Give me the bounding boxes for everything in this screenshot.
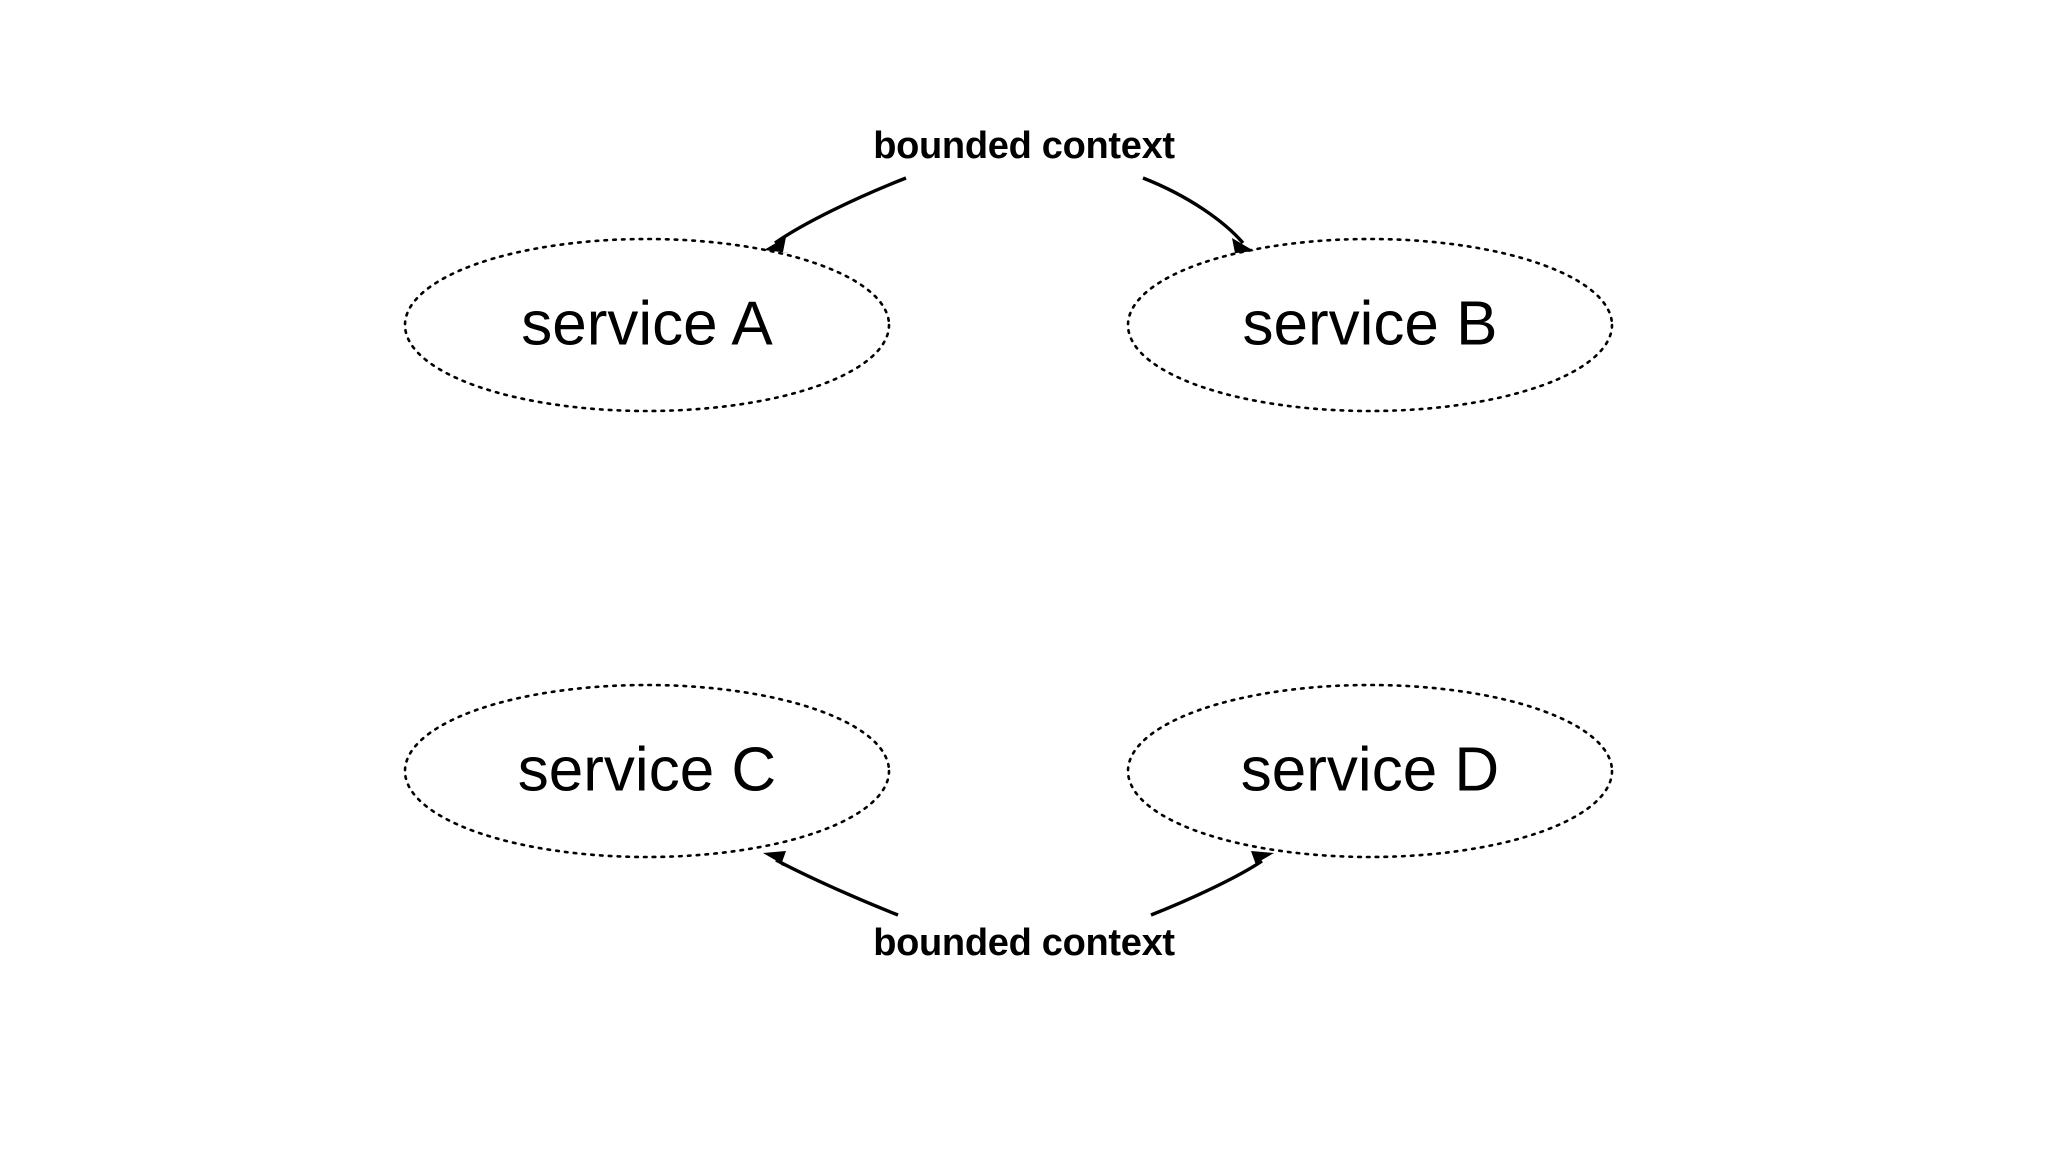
connector-bottom-to-service-d-arrowhead (1248, 851, 1274, 868)
connector-top-to-service-b (1142, 176, 1254, 254)
service-a-label: service A (521, 289, 773, 358)
connector-bottom-to-service-d-line (1150, 859, 1263, 917)
connector-top-to-service-a-line (774, 176, 907, 245)
connector-top-to-service-b-arrowhead (1228, 238, 1254, 254)
connector-bottom-to-service-d (1150, 851, 1274, 917)
service-d-ellipse (1126, 683, 1614, 859)
node-service-b[interactable]: service B (1126, 237, 1614, 413)
service-c-ellipse (403, 683, 891, 859)
node-service-c[interactable]: service C (403, 683, 891, 859)
annotation-bounded-context-bottom: bounded context (873, 922, 1175, 964)
connector-bottom-to-service-c-arrowhead (763, 851, 789, 868)
service-b-ellipse (1126, 237, 1614, 413)
connector-top-to-service-b-line (1142, 176, 1245, 245)
connector-top-to-service-a (764, 176, 907, 253)
connector-bottom-to-service-c (763, 851, 899, 917)
service-b-label: service B (1243, 289, 1498, 358)
service-c-label: service C (518, 735, 776, 804)
service-a-ellipse (403, 237, 891, 413)
connector-top-to-service-a-arrowhead (764, 237, 790, 253)
annotation-bounded-context-top: bounded context (873, 125, 1175, 167)
service-d-label: service D (1241, 735, 1499, 804)
node-service-a[interactable]: service A (403, 237, 891, 413)
connector-bottom-to-service-c-line (775, 858, 899, 917)
node-service-d[interactable]: service D (1126, 683, 1614, 859)
